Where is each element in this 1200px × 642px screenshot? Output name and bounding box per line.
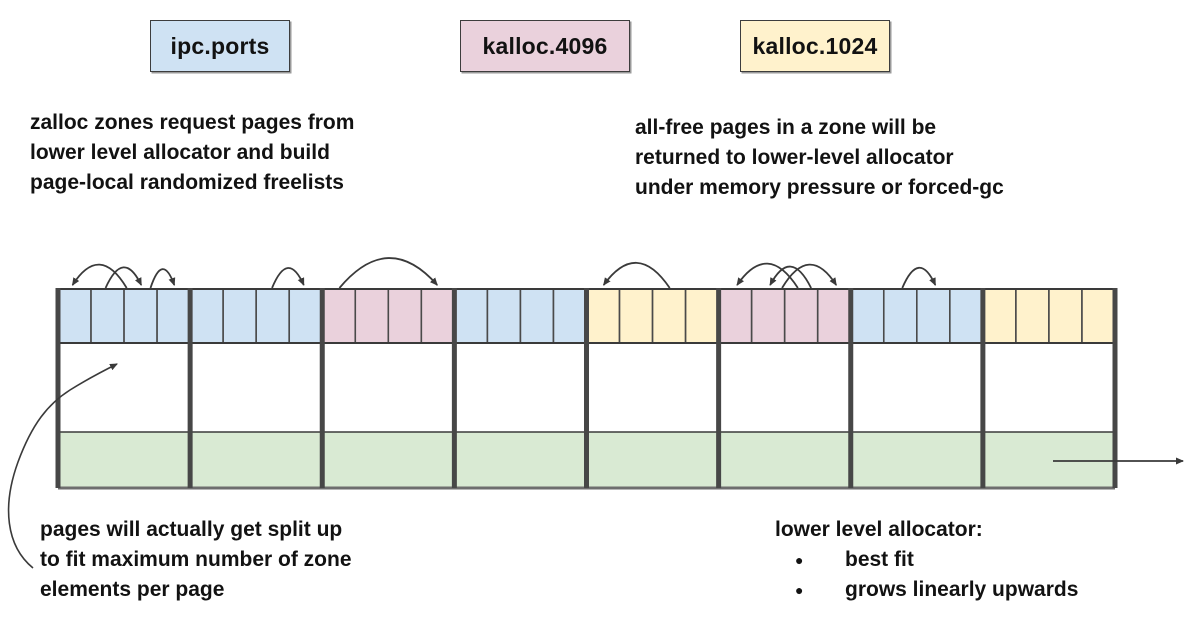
- page-column: [189, 267, 324, 344]
- zone-element-cell: [354, 288, 390, 344]
- zone-element-cell: [684, 288, 720, 344]
- zone-element-cell: [222, 288, 257, 344]
- zone-label-box-ipc-ports: ipc.ports: [150, 20, 290, 72]
- note-lower-title: lower level allocator:: [775, 518, 983, 541]
- freelist-arc-arrow: [781, 263, 837, 289]
- bullet-dot-icon: ●: [795, 552, 804, 568]
- zone-element-cell: [949, 288, 984, 344]
- page-column: [321, 257, 456, 344]
- zone-element-cell: [849, 288, 885, 344]
- zone-element-cell: [552, 288, 588, 344]
- page-column: [849, 266, 984, 344]
- zone-element-cell: [57, 288, 92, 344]
- freelist-arc-arrow: [901, 266, 937, 289]
- freelist-arc-arrow: [271, 267, 305, 289]
- zone-label-kalloc-1024: kalloc.1024: [752, 32, 878, 59]
- zone-element-cell: [916, 288, 951, 344]
- note-line: pages will actually get split up: [40, 518, 343, 541]
- bullet-label: best fit: [845, 548, 914, 571]
- zone-element-cell: [717, 288, 753, 344]
- zone-label-box-kalloc-1024: kalloc.1024: [740, 20, 890, 72]
- zone-element-cell: [651, 288, 687, 344]
- zone-element-cell: [982, 288, 1017, 344]
- bullet-label: grows linearly upwards: [845, 578, 1079, 601]
- freelist-arc-arrow: [71, 263, 128, 289]
- zone-element-cell: [816, 288, 852, 344]
- zone-element-cell: [585, 288, 621, 344]
- note-line: zalloc zones request pages from: [30, 111, 355, 134]
- zone-element-cell: [90, 288, 125, 344]
- bullet-item: ● grows linearly upwards: [775, 575, 1078, 605]
- bullet-item: ● best fit: [775, 545, 1078, 575]
- zone-element-cell: [123, 288, 158, 344]
- zone-element-cell: [1015, 288, 1050, 344]
- freelist-arc-arrow: [769, 265, 812, 289]
- freelist-arc-arrow: [736, 262, 799, 289]
- freelist-arc-arrow: [338, 257, 438, 289]
- zone-element-cell: [750, 288, 786, 344]
- zone-element-cell: [255, 288, 291, 344]
- page-column: [57, 263, 191, 344]
- note-line: to fit maximum number of zone: [40, 548, 352, 571]
- note-pages-split: pages will actually get split up to fit …: [40, 515, 352, 605]
- note-line: elements per page: [40, 578, 225, 601]
- freelist-arc-arrow: [104, 266, 143, 289]
- zone-element-cell: [783, 288, 819, 344]
- bullet-dot-icon: ●: [795, 582, 804, 598]
- page-column: [453, 288, 588, 344]
- zone-label-kalloc-4096: kalloc.4096: [482, 32, 608, 59]
- freelist-arc-arrow: [149, 268, 176, 289]
- zone-element-cell: [1081, 288, 1116, 344]
- page-column: [982, 288, 1116, 344]
- zone-element-cell: [882, 288, 918, 344]
- zone-label-box-kalloc-4096: kalloc.4096: [460, 20, 630, 72]
- zone-element-cell: [1048, 288, 1083, 344]
- zone-element-cell: [288, 288, 324, 344]
- page-column: [585, 261, 720, 344]
- zone-element-cell: [420, 288, 456, 344]
- zone-element-cell: [156, 288, 191, 344]
- zone-label-ipc-ports: ipc.ports: [170, 32, 270, 59]
- page-column: [717, 262, 852, 344]
- zone-element-cell: [189, 288, 224, 344]
- zone-element-cell: [618, 288, 654, 344]
- note-lower-level-allocator: lower level allocator: ● best fit ● grow…: [775, 515, 1078, 605]
- zone-element-cell: [387, 288, 423, 344]
- note-line: returned to lower-level allocator: [635, 146, 954, 169]
- freelist-arc-arrow: [602, 261, 671, 289]
- note-line: lower level allocator and build: [30, 141, 330, 164]
- split-note-arrow: [7, 363, 118, 569]
- zone-element-cell: [453, 288, 489, 344]
- zone-element-cell: [321, 288, 357, 344]
- zone-element-cell: [486, 288, 522, 344]
- note-all-free-pages: all-free pages in a zone will be returne…: [635, 113, 1004, 203]
- note-line: all-free pages in a zone will be: [635, 116, 937, 139]
- note-line: page-local randomized freelists: [30, 171, 344, 194]
- note-zalloc-zones: zalloc zones request pages from lower le…: [30, 108, 354, 198]
- zone-element-cell: [519, 288, 555, 344]
- note-line: under memory pressure or forced-gc: [635, 176, 1004, 199]
